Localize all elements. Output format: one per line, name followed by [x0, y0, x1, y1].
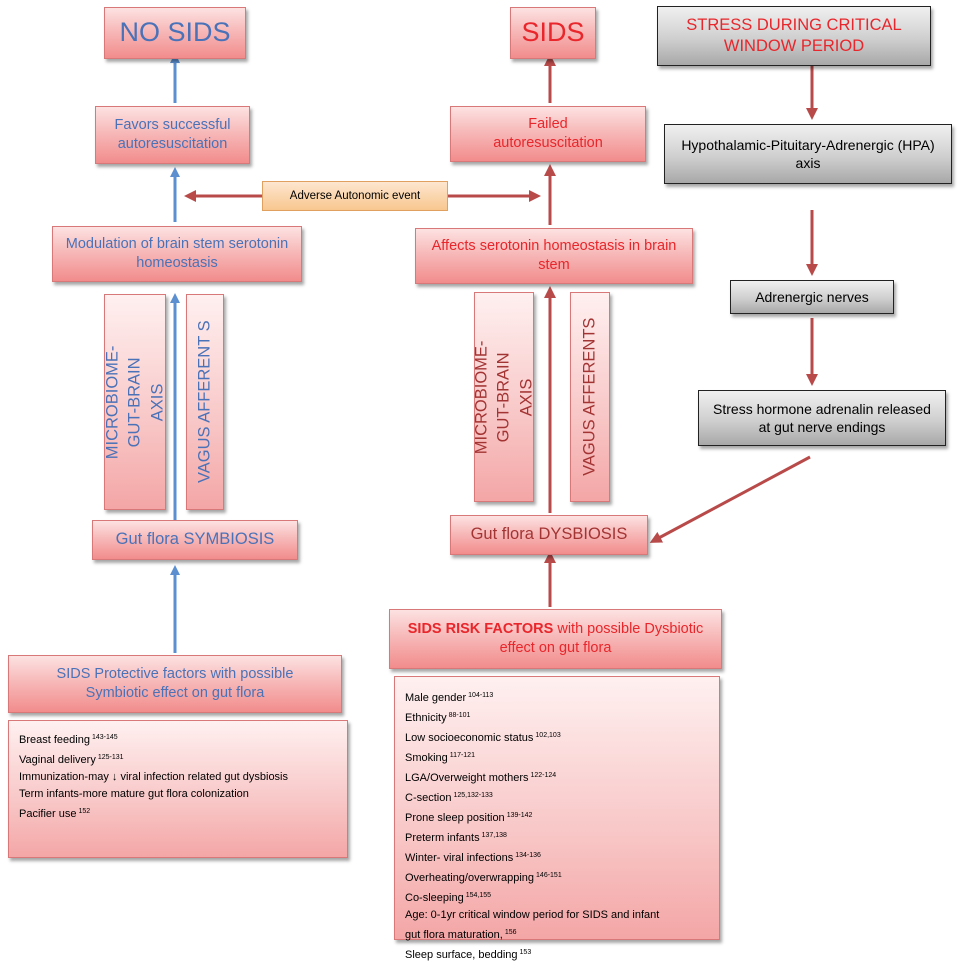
risk-factor-item-text: LGA/Overweight mothers	[405, 772, 529, 784]
center-vagus-afferents-label: VAGUS AFFERENTS	[580, 317, 599, 477]
protective-factor-item: Immunization-may ↓ viral infection relat…	[19, 769, 309, 786]
risk-factor-item-text: Winter- viral infections	[405, 852, 514, 864]
protective-factors-title: SIDS Protective factors with possible Sy…	[56, 666, 294, 701]
risk-factor-item: Age: 0-1yr critical window period for SI…	[405, 907, 709, 924]
risk-factor-item-ref: 134-136	[515, 852, 541, 859]
risk-factor-item-text: Ethnicity	[405, 712, 447, 724]
risk-factor-item-ref: 156	[504, 929, 517, 936]
risk-factor-item-text: Age: 0-1yr critical window period for SI…	[405, 909, 660, 921]
adrenergic-nerves-box: Adrenergic nerves	[730, 280, 894, 314]
risk-factor-item-ref: 139-142	[506, 812, 533, 819]
left-microbiome-axis-label: MICROBIOME-GUT-BRAIN AXIS	[103, 345, 167, 459]
affects-serotonin-box: Affects serotonin homeostasis in brain s…	[415, 228, 693, 284]
adrenergic-nerves-label: Adrenergic nerves	[755, 288, 869, 305]
center-microbiome-axis-box: MICROBIOME-GUT-BRAIN AXIS	[473, 292, 535, 502]
risk-factor-item-text: Low socioeconomic status	[405, 732, 534, 744]
risk-factor-item-ref: 125,132-133	[453, 792, 493, 799]
risk-factors-title-bold: SIDS RISK FACTORS	[407, 621, 554, 638]
risk-factors-title-rest: with possible Dysbiotic effect on gut fl…	[499, 621, 704, 656]
risk-factor-item-text: C-section	[405, 792, 452, 804]
risk-factor-item-text: Co-sleeping	[405, 892, 464, 904]
risk-factors-title-box: SIDS RISK FACTORS with possible Dysbioti…	[389, 609, 722, 669]
protective-factor-item-ref: 143-145	[91, 734, 118, 741]
risk-factor-item-ref: 102,103	[535, 732, 561, 739]
risk-factor-item-ref: 153	[519, 949, 532, 956]
left-microbiome-axis-box: MICROBIOME-GUT-BRAIN AXIS	[104, 294, 166, 510]
risk-factor-item-text: Smoking	[405, 752, 448, 764]
adrenalin-label: Stress hormone adrenalin released at gut…	[713, 400, 931, 435]
risk-factor-item-ref: 154,155	[465, 892, 492, 899]
favors-autoresuscitation-box: Favors successful autoresuscitation	[95, 106, 250, 164]
protective-factor-item-text: Pacifier use	[19, 808, 77, 820]
adrenalin-box: Stress hormone adrenalin released at gut…	[698, 390, 946, 446]
risk-factor-item-text: gut flora maturation,	[405, 929, 503, 941]
arrow-adrenalin-to-dysbiosis	[649, 455, 811, 543]
risk-factor-item-ref: 122-124	[530, 772, 557, 779]
protective-factor-item-text: Vaginal delivery	[19, 754, 96, 766]
adverse-autonomic-event-label: Adverse Autonomic event	[289, 189, 421, 202]
protective-factor-item-text: Breast feeding	[19, 734, 90, 746]
risk-factor-item-ref: 146-151	[536, 872, 562, 879]
failed-autoresuscitation-label: Failed autoresuscitation	[493, 116, 603, 151]
gut-flora-dysbiosis-label: Gut flora DYSBIOSIS	[470, 525, 628, 544]
protective-factor-item-ref: 152	[78, 808, 91, 815]
risk-factor-item: gut flora maturation,156	[405, 924, 709, 944]
risk-factor-item-text: Sleep surface, bedding	[405, 949, 518, 961]
risk-factors-title: SIDS RISK FACTORS with possible Dysbioti…	[404, 620, 707, 658]
left-vagus-afferents-label: VAGUS AFFERENT S	[195, 320, 214, 484]
risk-factor-item-text: Overheating/overwrapping	[405, 872, 535, 884]
gut-flora-symbiosis-box: Gut flora SYMBIOSIS	[92, 520, 298, 560]
risk-factor-item-ref: 137,138	[481, 832, 507, 839]
risk-factor-item-ref: 117-121	[449, 752, 475, 759]
protective-factor-item: Term infants-more mature gut flora colon…	[19, 786, 337, 803]
center-microbiome-axis-label: MICROBIOME-GUT-BRAIN AXIS	[472, 340, 536, 454]
risk-factor-item-text: Prone sleep position	[405, 812, 505, 824]
no-sids-label: NO SIDS	[119, 17, 231, 48]
sids-label: SIDS	[521, 17, 585, 48]
gut-flora-symbiosis-label: Gut flora SYMBIOSIS	[115, 530, 275, 549]
protective-factor-item-text: Term infants-more mature gut flora colon…	[19, 788, 249, 800]
no-sids-box: NO SIDS	[104, 7, 246, 59]
risk-factor-item-ref: 88-101	[448, 712, 471, 719]
sids-box: SIDS	[510, 7, 596, 59]
arrows-layer	[170, 53, 818, 653]
protective-factor-item-text: Immunization-may ↓ viral infection relat…	[19, 771, 289, 783]
risk-factor-item-text: Preterm infants	[405, 832, 480, 844]
gut-flora-dysbiosis-box: Gut flora DYSBIOSIS	[450, 515, 648, 555]
adverse-autonomic-event-box: Adverse Autonomic event	[262, 181, 448, 211]
modulation-serotonin-box: Modulation of brain stem serotonin homeo…	[52, 226, 302, 282]
center-vagus-afferents-box: VAGUS AFFERENTS	[570, 292, 610, 502]
risk-factor-item-ref: 104-113	[468, 692, 494, 699]
stress-critical-window-box: STRESS DURING CRITICAL WINDOW PERIOD	[657, 6, 931, 66]
stress-critical-window-label: STRESS DURING CRITICAL WINDOW PERIOD	[686, 15, 902, 55]
favors-autoresuscitation-label: Favors successful autoresuscitation	[114, 117, 231, 152]
left-vagus-afferents-box: VAGUS AFFERENT S	[186, 294, 224, 510]
affects-serotonin-label: Affects serotonin homeostasis in brain s…	[431, 238, 677, 273]
failed-autoresuscitation-box: Failed autoresuscitation	[450, 106, 646, 162]
hpa-axis-label: Hypothalamic-Pituitary-Adrenergic (HPA) …	[681, 136, 935, 171]
modulation-serotonin-label: Modulation of brain stem serotonin homeo…	[65, 236, 289, 271]
risk-factor-item-text: Male gender	[405, 692, 467, 704]
protective-factors-title-box: SIDS Protective factors with possible Sy…	[8, 655, 342, 713]
protective-factor-item-ref: 125-131	[97, 754, 124, 761]
hpa-axis-box: Hypothalamic-Pituitary-Adrenergic (HPA) …	[664, 124, 952, 184]
